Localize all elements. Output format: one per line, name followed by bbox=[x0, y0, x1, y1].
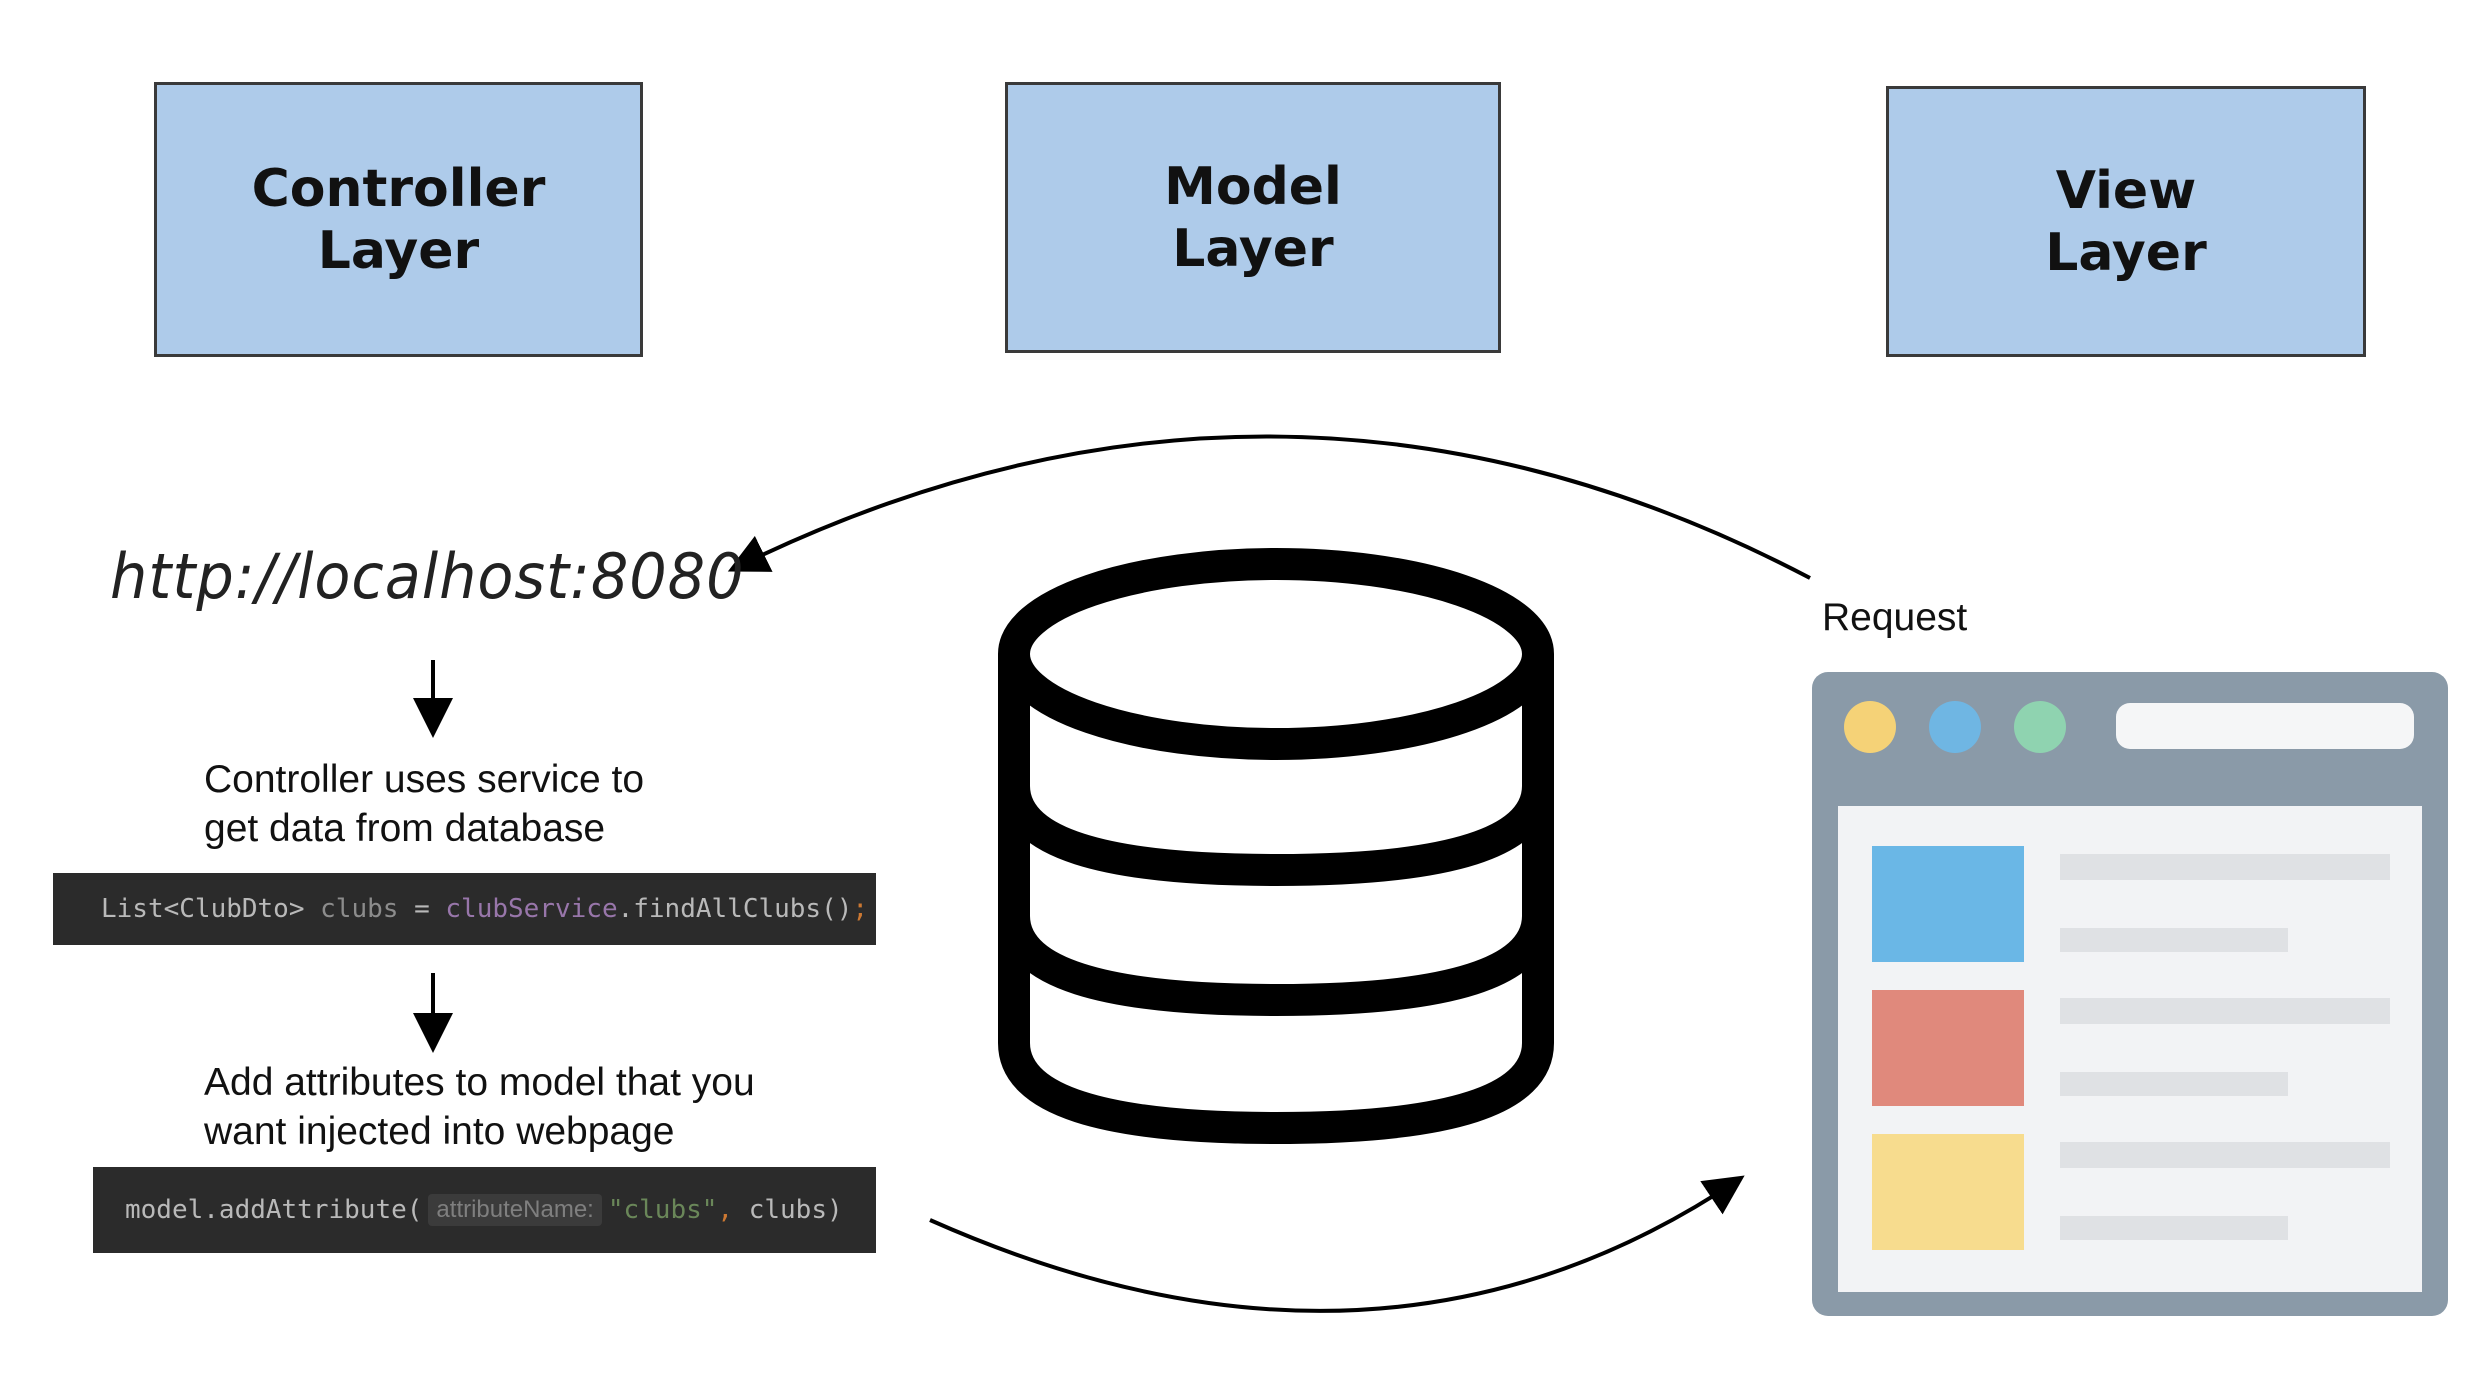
code2-arg: clubs) bbox=[733, 1195, 843, 1225]
code1-service: clubService bbox=[445, 894, 618, 924]
localhost-url: http://localhost:8080 bbox=[110, 540, 745, 613]
code2-comma: , bbox=[717, 1195, 734, 1225]
view-layer-label: View Layer bbox=[2045, 160, 2207, 283]
view-layer-box: View Layer bbox=[1886, 86, 2366, 357]
code1-type: List<ClubDto> bbox=[101, 894, 305, 924]
database-icon bbox=[998, 548, 1554, 1145]
browser-address-bar bbox=[2116, 703, 2414, 749]
step-1-text: Controller uses service to get data from… bbox=[204, 758, 645, 850]
browser-dot-yellow bbox=[1844, 701, 1896, 753]
step-2-text: Add attributes to model that you want in… bbox=[204, 1061, 755, 1153]
code1-call: .findAllClubs() bbox=[617, 894, 853, 924]
model-layer-label: Model Layer bbox=[1164, 156, 1342, 279]
code1-semi: ; bbox=[852, 894, 869, 924]
code-snippet-find-all-clubs: List<ClubDto> clubs = clubService.findAl… bbox=[53, 873, 876, 945]
code2-call: model.addAttribute( bbox=[125, 1195, 423, 1225]
controller-layer-label: Controller Layer bbox=[251, 158, 546, 281]
code1-eq: = bbox=[414, 894, 430, 924]
browser-window-icon bbox=[1812, 672, 2448, 1316]
browser-dot-green bbox=[2014, 701, 2066, 753]
controller-layer-box: Controller Layer bbox=[154, 82, 643, 357]
request-label: Request bbox=[1822, 596, 1968, 639]
response-arrow bbox=[929, 1175, 1745, 1313]
code2-param-hint: attributeName: bbox=[428, 1194, 602, 1226]
code2-string: "clubs" bbox=[607, 1195, 718, 1225]
code-snippet-add-attribute: model.addAttribute(attributeName:"clubs"… bbox=[93, 1167, 876, 1253]
request-arrow bbox=[727, 434, 1811, 580]
browser-dot-blue bbox=[1929, 701, 1981, 753]
model-layer-box: Model Layer bbox=[1005, 82, 1501, 353]
code1-var: clubs bbox=[320, 894, 399, 924]
